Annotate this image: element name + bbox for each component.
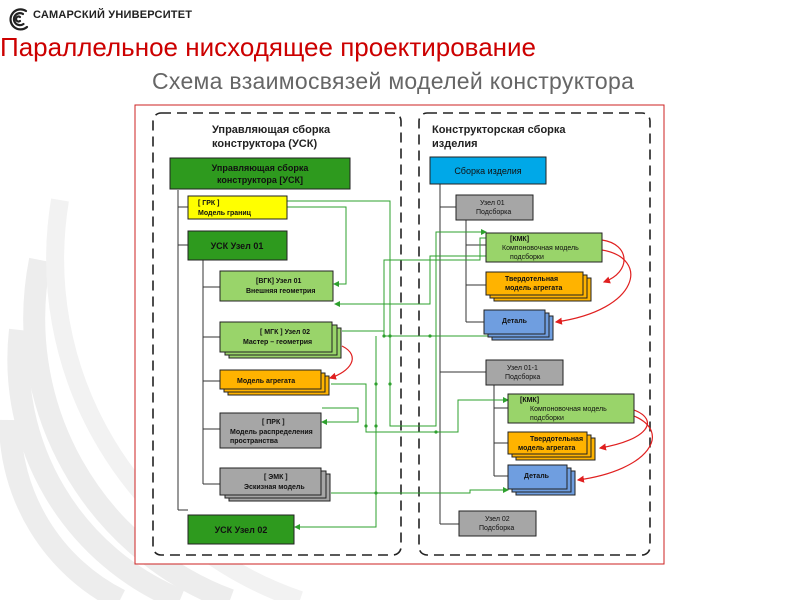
node-emk[interactable]: [ ЭМК ] Эскизная модель (219, 467, 331, 502)
svg-text:Компоновочная модель: Компоновочная модель (530, 406, 607, 413)
slide-subtitle: Схема взаимосвязей моделей конструктора (152, 68, 635, 94)
left-group-title: Управляющая сборка (212, 124, 331, 136)
university-name: САМАРСКИЙ УНИВЕРСИТЕТ (33, 9, 193, 21)
svg-text:[КМК]: [КМК] (510, 236, 529, 243)
svg-text:Модель агрегата: Модель агрегата (237, 378, 295, 385)
left-group-title-2: конструктора (УСК) (212, 138, 317, 150)
svg-text:Деталь: Деталь (524, 473, 550, 480)
node-solid-model-1[interactable]: Твердотельная модель агрегата (485, 271, 592, 302)
svg-text:УСК Узел 01: УСК Узел 01 (211, 241, 264, 251)
svg-text:Деталь: Деталь (502, 318, 528, 325)
svg-text:Компоновочная модель: Компоновочная модель (502, 245, 579, 252)
svg-text:Внешняя геометрия: Внешняя геометрия (246, 288, 315, 295)
node-aggregate-model[interactable]: Модель агрегата (219, 369, 330, 396)
node-uzel02[interactable]: Узел 02 Подсборка (458, 510, 537, 537)
svg-text:[ ЭМК ]: [ ЭМК ] (264, 474, 288, 481)
node-kmk-2[interactable]: [КМК] Компоновочная модель подсборки (507, 393, 635, 424)
node-kmk-1[interactable]: [КМК] Компоновочная модель подсборки (485, 232, 603, 263)
svg-text:[ ПРК ]: [ ПРК ] (262, 419, 285, 426)
svg-text:модель агрегата: модель агрегата (505, 285, 563, 292)
node-solid-model-2[interactable]: Твердотельная модель агрегата (507, 431, 596, 461)
svg-text:пространства: пространства (230, 438, 278, 445)
link-junctions (364, 334, 438, 495)
svg-text:[ВГК] Узел 01: [ВГК] Узел 01 (256, 278, 301, 285)
node-detail-2[interactable]: Деталь (507, 464, 576, 496)
svg-text:Модель границ: Модель границ (198, 210, 252, 217)
svg-text:[КМК]: [КМК] (520, 397, 539, 404)
svg-text:конструктора [УСК]: конструктора [УСК] (217, 175, 303, 185)
svg-text:Узел 01-1: Узел 01-1 (507, 365, 538, 372)
link-connectors (287, 200, 509, 530)
svg-text:Управляющая сборка: Управляющая сборка (212, 163, 310, 173)
node-prk[interactable]: [ ПРК ] Модель распределения пространств… (219, 412, 322, 449)
svg-text:Узел 01: Узел 01 (480, 200, 505, 207)
svg-text:Сборка изделия: Сборка изделия (454, 166, 521, 176)
feedback-arrows (328, 239, 653, 483)
svg-text:[ ГРК ]: [ ГРК ] (198, 200, 219, 207)
node-mgk[interactable]: [ МГК ] Узел 02 Мастер – геометрия (219, 321, 342, 359)
svg-text:модель агрегата: модель агрегата (518, 445, 576, 452)
node-uzel01[interactable]: Узел 01 Подсборка (455, 194, 534, 221)
node-uzel01-1[interactable]: Узел 01-1 Подсборка (485, 359, 564, 386)
node-product-assembly[interactable]: Сборка изделия (429, 156, 547, 185)
svg-text:Подсборка: Подсборка (505, 373, 540, 381)
svg-text:Узел 02: Узел 02 (485, 516, 510, 523)
svg-text:Эскизная модель: Эскизная модель (244, 484, 305, 491)
svg-text:Модель распределения: Модель распределения (230, 429, 313, 436)
node-grk[interactable]: [ ГРК ] Модель границ (187, 195, 288, 220)
right-group-border (418, 112, 651, 556)
svg-text:Твердотельная: Твердотельная (505, 276, 558, 283)
svg-text:[ МГК ] Узел 02: [ МГК ] Узел 02 (260, 329, 310, 336)
node-detail-1[interactable]: Деталь (483, 309, 554, 341)
left-group-border (152, 112, 402, 556)
right-group-title-2: изделия (432, 138, 478, 150)
right-group-title: Конструкторская сборка (432, 124, 566, 136)
tree-connectors (177, 184, 508, 525)
svg-text:подсборки: подсборки (530, 414, 564, 422)
node-usk[interactable]: Управляющая сборка конструктора [УСК] (169, 157, 351, 190)
node-usk-uzel02[interactable]: УСК Узел 02 (187, 514, 295, 545)
svg-text:Мастер – геометрия: Мастер – геометрия (243, 339, 312, 346)
svg-text:Подсборка: Подсборка (479, 524, 514, 532)
svg-text:Твердотельная: Твердотельная (530, 436, 583, 443)
node-vgk[interactable]: [ВГК] Узел 01 Внешняя геометрия (219, 270, 334, 302)
node-usk-uzel01[interactable]: УСК Узел 01 (187, 230, 288, 261)
slide-title: Параллельное нисходящее проектирование (0, 32, 536, 62)
relationship-diagram: Управляющая сборка конструктора (УСК) Ко… (134, 104, 665, 565)
svg-text:УСК Узел 02: УСК Узел 02 (215, 525, 268, 535)
svg-text:Подсборка: Подсборка (476, 208, 511, 216)
university-logo (9, 8, 29, 31)
svg-text:подсборки: подсборки (510, 253, 544, 261)
